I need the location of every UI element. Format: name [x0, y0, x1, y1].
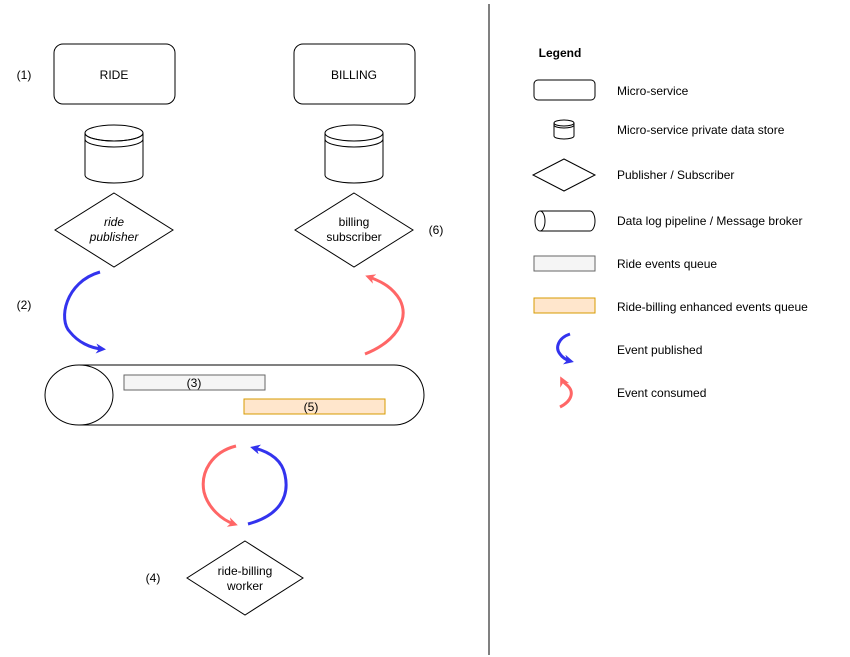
- billing-subscriber-line2: subscriber: [326, 230, 381, 244]
- legend-datastore-icon: [553, 119, 575, 140]
- ride-publisher-line2: publisher: [89, 230, 140, 244]
- step-1-label: (1): [17, 68, 32, 82]
- ride-service-label: RIDE: [100, 68, 129, 82]
- message-broker-pipeline: [44, 364, 425, 426]
- legend-consumed-arrow-icon: [559, 376, 573, 409]
- billing-data-store: [324, 124, 384, 184]
- legend-item-pipeline: Data log pipeline / Message broker: [617, 214, 802, 228]
- step-6-label: (6): [429, 223, 444, 237]
- legend-item-billing-queue: Ride-billing enhanced events queue: [617, 300, 808, 314]
- ride-service: RIDE: [53, 43, 176, 105]
- billing-events-queue-label: (5): [304, 400, 319, 414]
- billing-subscriber-line1: billing: [339, 215, 370, 229]
- ride-publisher-line1: ride: [104, 215, 124, 229]
- legend-title: Legend: [539, 46, 582, 60]
- billing-events-queue: (5): [243, 398, 386, 415]
- billing-consume-arrow: [364, 274, 405, 356]
- legend-pipeline-icon: [534, 210, 596, 232]
- legend-item-datastore: Micro-service private data store: [617, 123, 785, 137]
- legend-item-pubsub: Publisher / Subscriber: [617, 168, 734, 182]
- legend-item-published: Event published: [617, 343, 702, 357]
- legend-item-microservice: Micro-service: [617, 84, 689, 98]
- legend: Legend Micro-service Micro-service priva…: [531, 46, 808, 409]
- ride-billing-worker-node: ride-billing worker: [186, 540, 304, 616]
- legend-item-consumed: Event consumed: [617, 386, 706, 400]
- ride-data-store: [84, 124, 144, 184]
- billing-subscriber-node: billing subscriber: [294, 192, 414, 268]
- worker-publish-arrow: [247, 444, 288, 526]
- legend-microservice-icon: [533, 79, 596, 101]
- worker-line2: worker: [226, 579, 263, 593]
- billing-service-label: BILLING: [331, 68, 377, 82]
- billing-service: BILLING: [293, 43, 416, 105]
- worker-line1: ride-billing: [218, 564, 273, 578]
- step-2-label: (2): [17, 298, 32, 312]
- legend-diamond-icon: [531, 158, 597, 192]
- legend-billing-queue-icon: [533, 297, 596, 314]
- legend-published-arrow-icon: [556, 332, 574, 365]
- step-4-label: (4): [146, 571, 161, 585]
- legend-ride-queue-icon: [533, 255, 596, 272]
- ride-events-queue: (3): [123, 374, 266, 391]
- ride-publisher-node: ride publisher: [54, 192, 174, 268]
- ride-publish-arrow: [63, 270, 106, 354]
- ride-events-queue-label: (3): [187, 376, 202, 390]
- legend-item-ride-queue: Ride events queue: [617, 257, 717, 271]
- worker-consume-arrow: [201, 444, 238, 527]
